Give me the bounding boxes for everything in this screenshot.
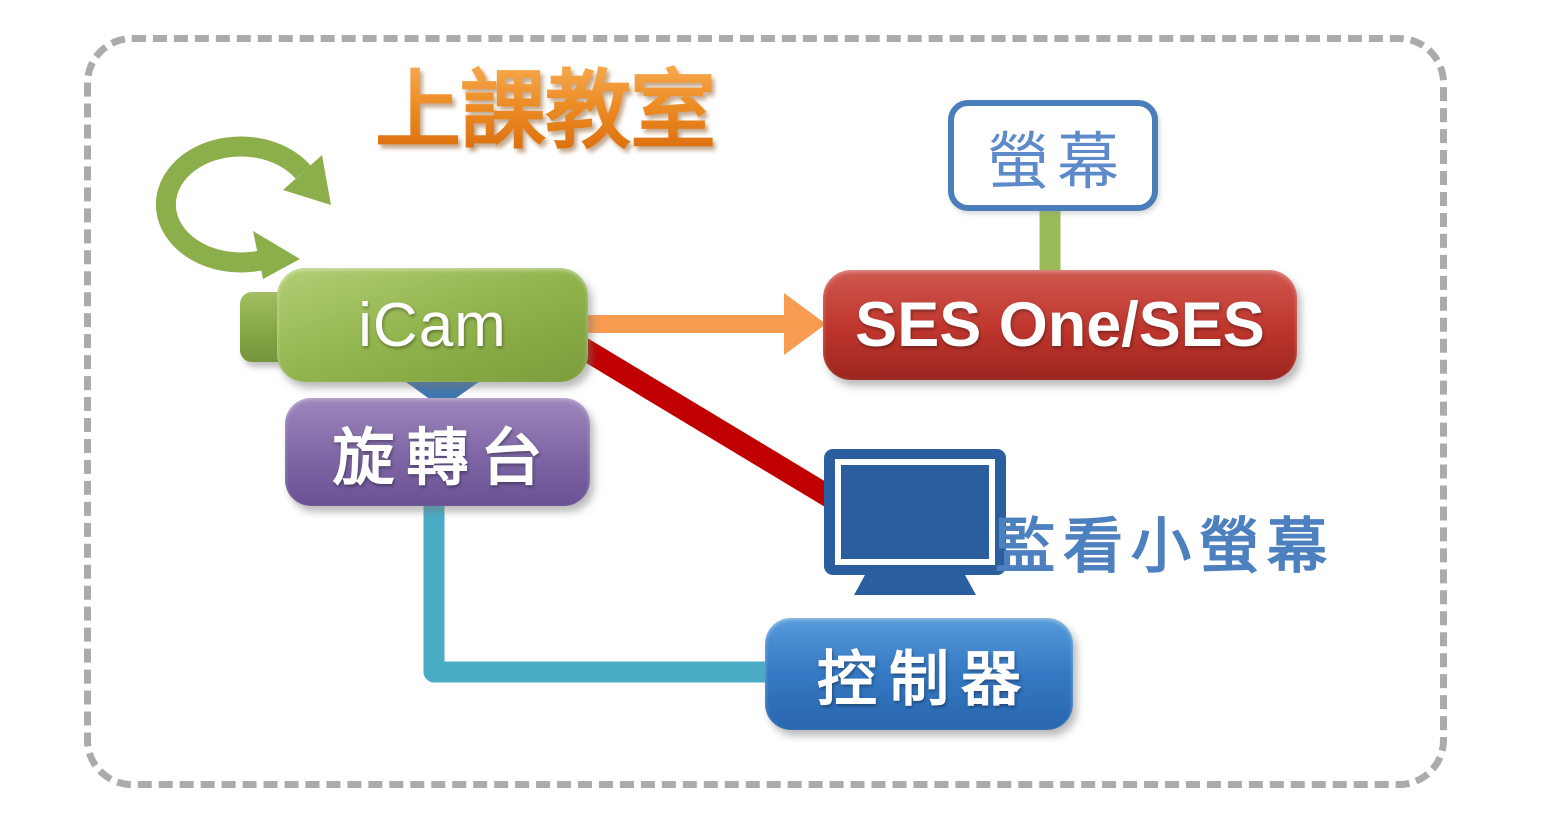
monitor-screen-frame	[835, 459, 995, 565]
node-turntable-label: 旋轉台	[332, 424, 555, 493]
monitor-bezel	[824, 449, 1006, 575]
rotation-arrow-icon	[155, 136, 331, 279]
camera-lens-tab	[240, 292, 284, 362]
node-icam: iCam	[277, 268, 588, 382]
turntable-to-controller-connector-line	[423, 500, 770, 683]
monitor-stand	[854, 575, 976, 595]
icam-to-ses-arrow	[588, 293, 826, 355]
node-ses: SES One/SES	[823, 270, 1297, 380]
node-turntable: 旋轉台	[285, 398, 590, 506]
diagram-title: 上課教室	[365, 64, 725, 159]
rotation-arc	[155, 136, 311, 273]
node-icam-label: iCam	[358, 290, 507, 360]
icam-to-monitor-red-line	[560, 328, 854, 518]
monitor-caption: 監看小螢幕	[995, 513, 1335, 580]
node-controller: 控制器	[765, 618, 1073, 730]
node-screen-label: 螢幕	[986, 127, 1127, 197]
node-controller-label: 控制器	[817, 645, 1033, 713]
node-screen: 螢幕	[948, 100, 1158, 211]
rotation-arrowhead-top	[283, 155, 331, 205]
classroom-boundary-frame	[84, 35, 1447, 788]
rotation-arrowhead-bottom	[253, 231, 300, 279]
node-ses-label: SES One/SES	[855, 290, 1265, 360]
camera-mount-triangle	[395, 374, 490, 408]
monitor-icon	[824, 449, 1006, 595]
